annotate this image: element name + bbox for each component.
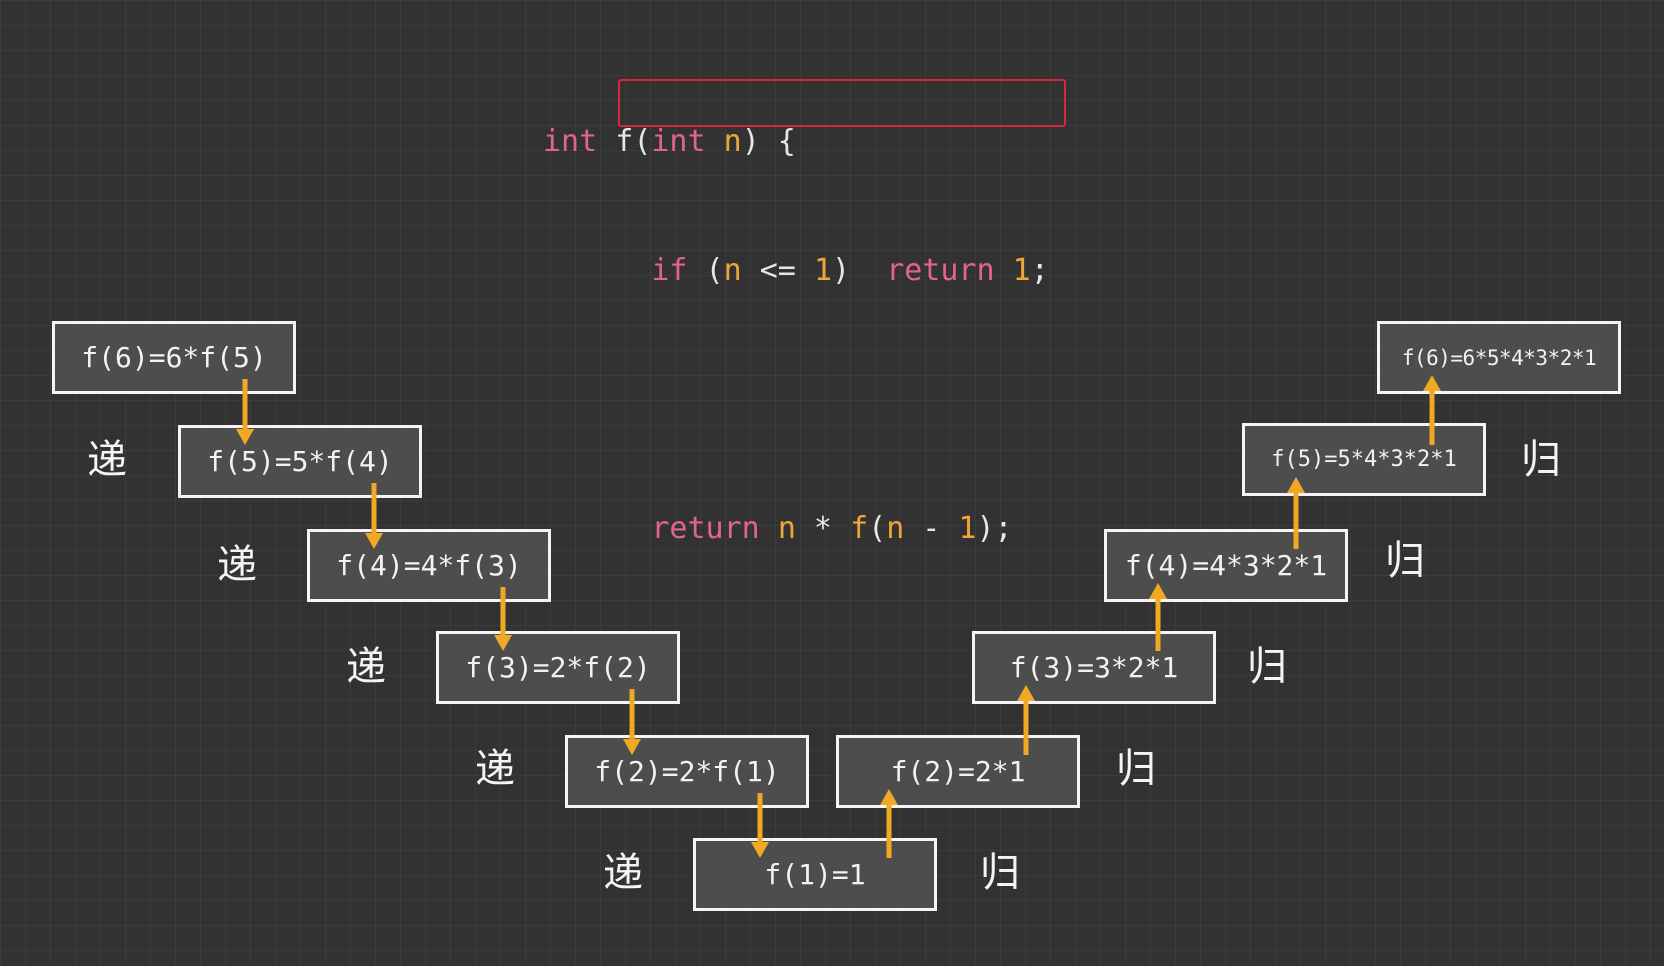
- paren-close: ): [832, 253, 887, 288]
- ascent-box-f3: f(3)=3*2*1: [972, 631, 1216, 704]
- base-case-highlight: [618, 79, 1066, 127]
- descent-box-f4: f(4)=4*f(3): [307, 529, 551, 602]
- semicolon: ;: [1030, 253, 1049, 288]
- descent-box-f3: f(3)=2*f(2): [436, 631, 680, 704]
- descent-label: 递: [217, 542, 257, 588]
- code-block: int f(int n) { if (n <= 1) return 1; ret…: [543, 34, 1049, 722]
- ascent-label: 归: [1385, 538, 1425, 584]
- paren-close-semi: );: [976, 511, 1013, 546]
- base-case-box-f1: f(1)=1: [693, 838, 937, 911]
- descent-box-f5: f(5)=5*f(4): [178, 425, 422, 498]
- ascent-label: 归: [980, 850, 1020, 896]
- ascent-box-f2: f(2)=2*1: [836, 735, 1080, 808]
- space: [760, 511, 778, 546]
- descent-label: 递: [603, 850, 643, 896]
- ascent-box-f4: f(4)=4*3*2*1: [1104, 529, 1348, 602]
- param-n: n: [723, 124, 742, 159]
- code-line-base-case: if (n <= 1) return 1;: [543, 249, 1049, 292]
- descent-box-f2: f(2)=2*f(1): [565, 735, 809, 808]
- code-line-blank: [543, 378, 1049, 421]
- paren-open: (: [868, 511, 887, 546]
- function-name: f: [615, 124, 634, 159]
- ascent-label: 归: [1521, 437, 1561, 483]
- ascent-label: 归: [1116, 746, 1156, 792]
- paren-open: (: [687, 253, 724, 288]
- keyword-return: return: [886, 253, 995, 288]
- number-one: 1: [958, 511, 977, 546]
- paren-close-brace: ) {: [741, 124, 796, 159]
- operator-mul: *: [795, 511, 851, 546]
- descent-label: 递: [87, 437, 127, 483]
- return-value: 1: [1012, 253, 1031, 288]
- var-n: n: [886, 511, 905, 546]
- var-n: n: [777, 511, 796, 546]
- keyword-int: int: [543, 124, 598, 159]
- descent-label: 递: [346, 644, 386, 690]
- number-one: 1: [813, 253, 832, 288]
- keyword-int-param: int: [651, 124, 706, 159]
- descent-box-f6: f(6)=6*f(5): [52, 321, 296, 394]
- ascent-label: 归: [1247, 644, 1287, 690]
- ascent-box-f5: f(5)=5*4*3*2*1: [1242, 423, 1486, 496]
- descent-label: 递: [475, 746, 515, 792]
- operator-minus: -: [904, 511, 959, 546]
- keyword-return: return: [651, 511, 760, 546]
- code-line-recursive: return n * f(n - 1);: [543, 507, 1049, 550]
- function-call: f: [850, 511, 869, 546]
- var-n: n: [723, 253, 742, 288]
- paren-open: (: [633, 124, 652, 159]
- operator-le: <=: [741, 253, 814, 288]
- ascent-box-f6: f(6)=6*5*4*3*2*1: [1377, 321, 1621, 394]
- keyword-if: if: [651, 253, 688, 288]
- space: [995, 253, 1013, 288]
- code-line-signature: int f(int n) {: [543, 120, 1049, 163]
